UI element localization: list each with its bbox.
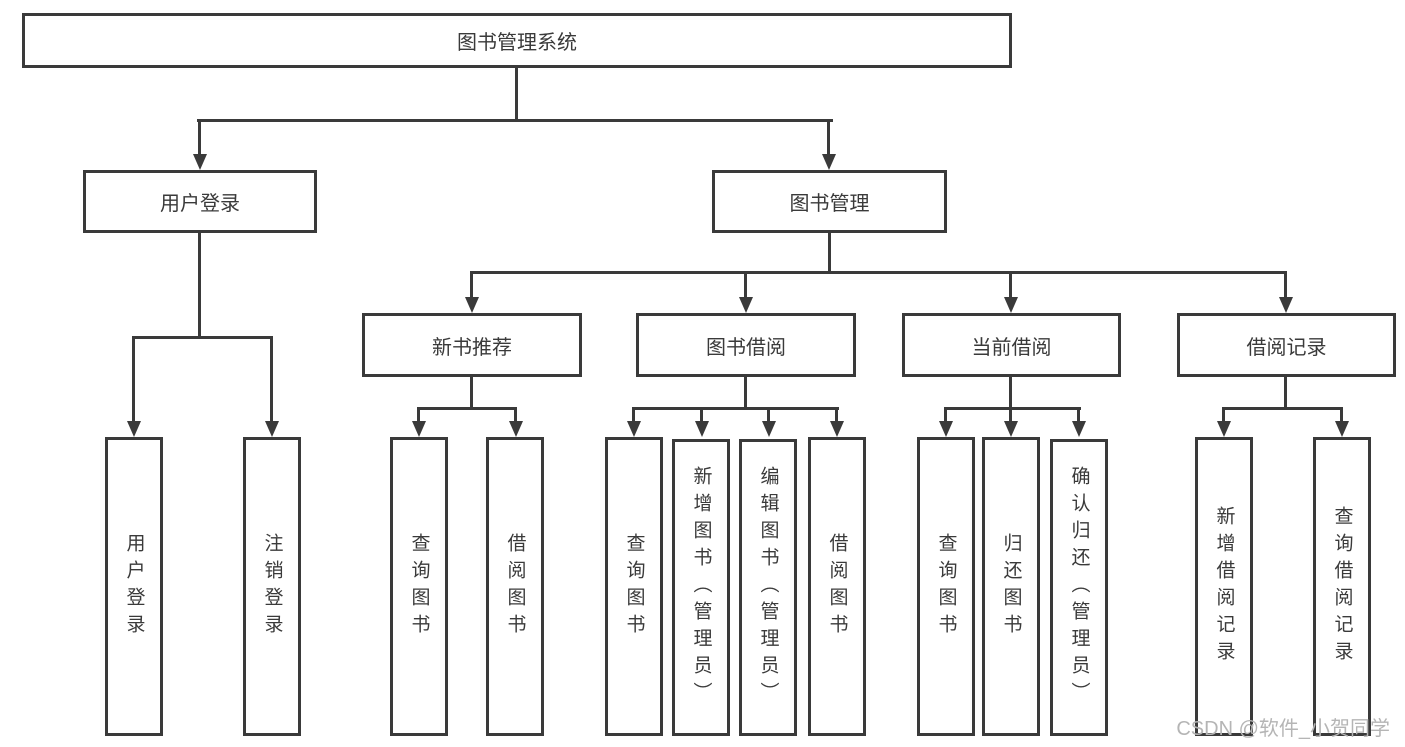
csdn-watermark: CSDN @软件_小贺同学 bbox=[1176, 718, 1390, 740]
node-current-borrow: 当前借阅 bbox=[902, 313, 1121, 377]
connector-line bbox=[270, 337, 273, 421]
connector-line bbox=[198, 120, 201, 154]
connector-line bbox=[632, 408, 635, 421]
arrowhead-down bbox=[1072, 421, 1086, 437]
connector-line bbox=[514, 408, 517, 421]
connector-line bbox=[744, 272, 747, 297]
connector-line bbox=[1284, 377, 1287, 408]
connector-line bbox=[1340, 408, 1343, 421]
arrowhead-down bbox=[822, 154, 836, 170]
arrowhead-down bbox=[1335, 421, 1349, 437]
arrowhead-down bbox=[465, 297, 479, 313]
leaf-query-books: 查询图书 bbox=[605, 437, 663, 736]
node-library-management-system: 图书管理系统 bbox=[22, 13, 1012, 68]
node-borrow-records: 借阅记录 bbox=[1177, 313, 1396, 377]
connector-line bbox=[827, 120, 830, 154]
arrowhead-down bbox=[193, 154, 207, 170]
arrowhead-down bbox=[509, 421, 523, 437]
connector-line bbox=[1284, 272, 1287, 297]
connector-line bbox=[828, 233, 831, 272]
leaf-query-borrow-record: 查询借阅记录 bbox=[1313, 437, 1371, 736]
arrowhead-down bbox=[1004, 297, 1018, 313]
connector-line bbox=[1009, 377, 1012, 408]
arrowhead-down bbox=[939, 421, 953, 437]
leaf-return-books: 归还图书 bbox=[982, 437, 1040, 736]
arrowhead-down bbox=[830, 421, 844, 437]
connector-line bbox=[835, 408, 838, 421]
connector-line bbox=[417, 408, 420, 421]
connector-line bbox=[132, 337, 135, 421]
arrowhead-down bbox=[762, 421, 776, 437]
node-user-login: 用户登录 bbox=[83, 170, 317, 233]
leaf-borrow-books: 借阅图书 bbox=[808, 437, 866, 736]
leaf-add-borrow-record: 新增借阅记录 bbox=[1195, 437, 1253, 736]
leaf-user-login: 用户登录 bbox=[105, 437, 163, 736]
leaf-query-books: 查询图书 bbox=[917, 437, 975, 736]
connector-line bbox=[470, 377, 473, 408]
connector-line bbox=[470, 271, 1287, 274]
node-book-borrow: 图书借阅 bbox=[636, 313, 856, 377]
connector-line bbox=[700, 408, 703, 421]
arrowhead-down bbox=[1004, 421, 1018, 437]
arrowhead-down bbox=[627, 421, 641, 437]
arrowhead-down bbox=[265, 421, 279, 437]
node-book-management: 图书管理 bbox=[712, 170, 947, 233]
arrowhead-down bbox=[1279, 297, 1293, 313]
connector-line bbox=[1077, 408, 1080, 421]
connector-line bbox=[132, 336, 273, 339]
leaf-confirm-return-admin: 确认归还（管理员） bbox=[1050, 439, 1108, 736]
connector-line bbox=[515, 68, 518, 120]
connector-line bbox=[767, 408, 770, 421]
connector-line bbox=[197, 119, 833, 122]
connector-line bbox=[1222, 407, 1343, 410]
arrowhead-down bbox=[1217, 421, 1231, 437]
connector-line bbox=[632, 407, 839, 410]
arrowhead-down bbox=[412, 421, 426, 437]
connector-line bbox=[1222, 408, 1225, 421]
connector-line bbox=[944, 407, 1081, 410]
connector-line bbox=[1009, 272, 1012, 297]
connector-line bbox=[744, 377, 747, 408]
leaf-logout: 注销登录 bbox=[243, 437, 301, 736]
node-new-book-recommend: 新书推荐 bbox=[362, 313, 582, 377]
connector-line bbox=[944, 408, 947, 421]
connector-line bbox=[417, 407, 517, 410]
connector-line bbox=[1009, 408, 1012, 421]
arrowhead-down bbox=[739, 297, 753, 313]
leaf-edit-books-admin: 编辑图书（管理员） bbox=[739, 439, 797, 736]
leaf-borrow-books: 借阅图书 bbox=[486, 437, 544, 736]
arrowhead-down bbox=[127, 421, 141, 437]
arrowhead-down bbox=[695, 421, 709, 437]
connector-line bbox=[198, 233, 201, 337]
connector-line bbox=[470, 272, 473, 297]
leaf-query-books: 查询图书 bbox=[390, 437, 448, 736]
leaf-add-books-admin: 新增图书（管理员） bbox=[672, 439, 730, 736]
